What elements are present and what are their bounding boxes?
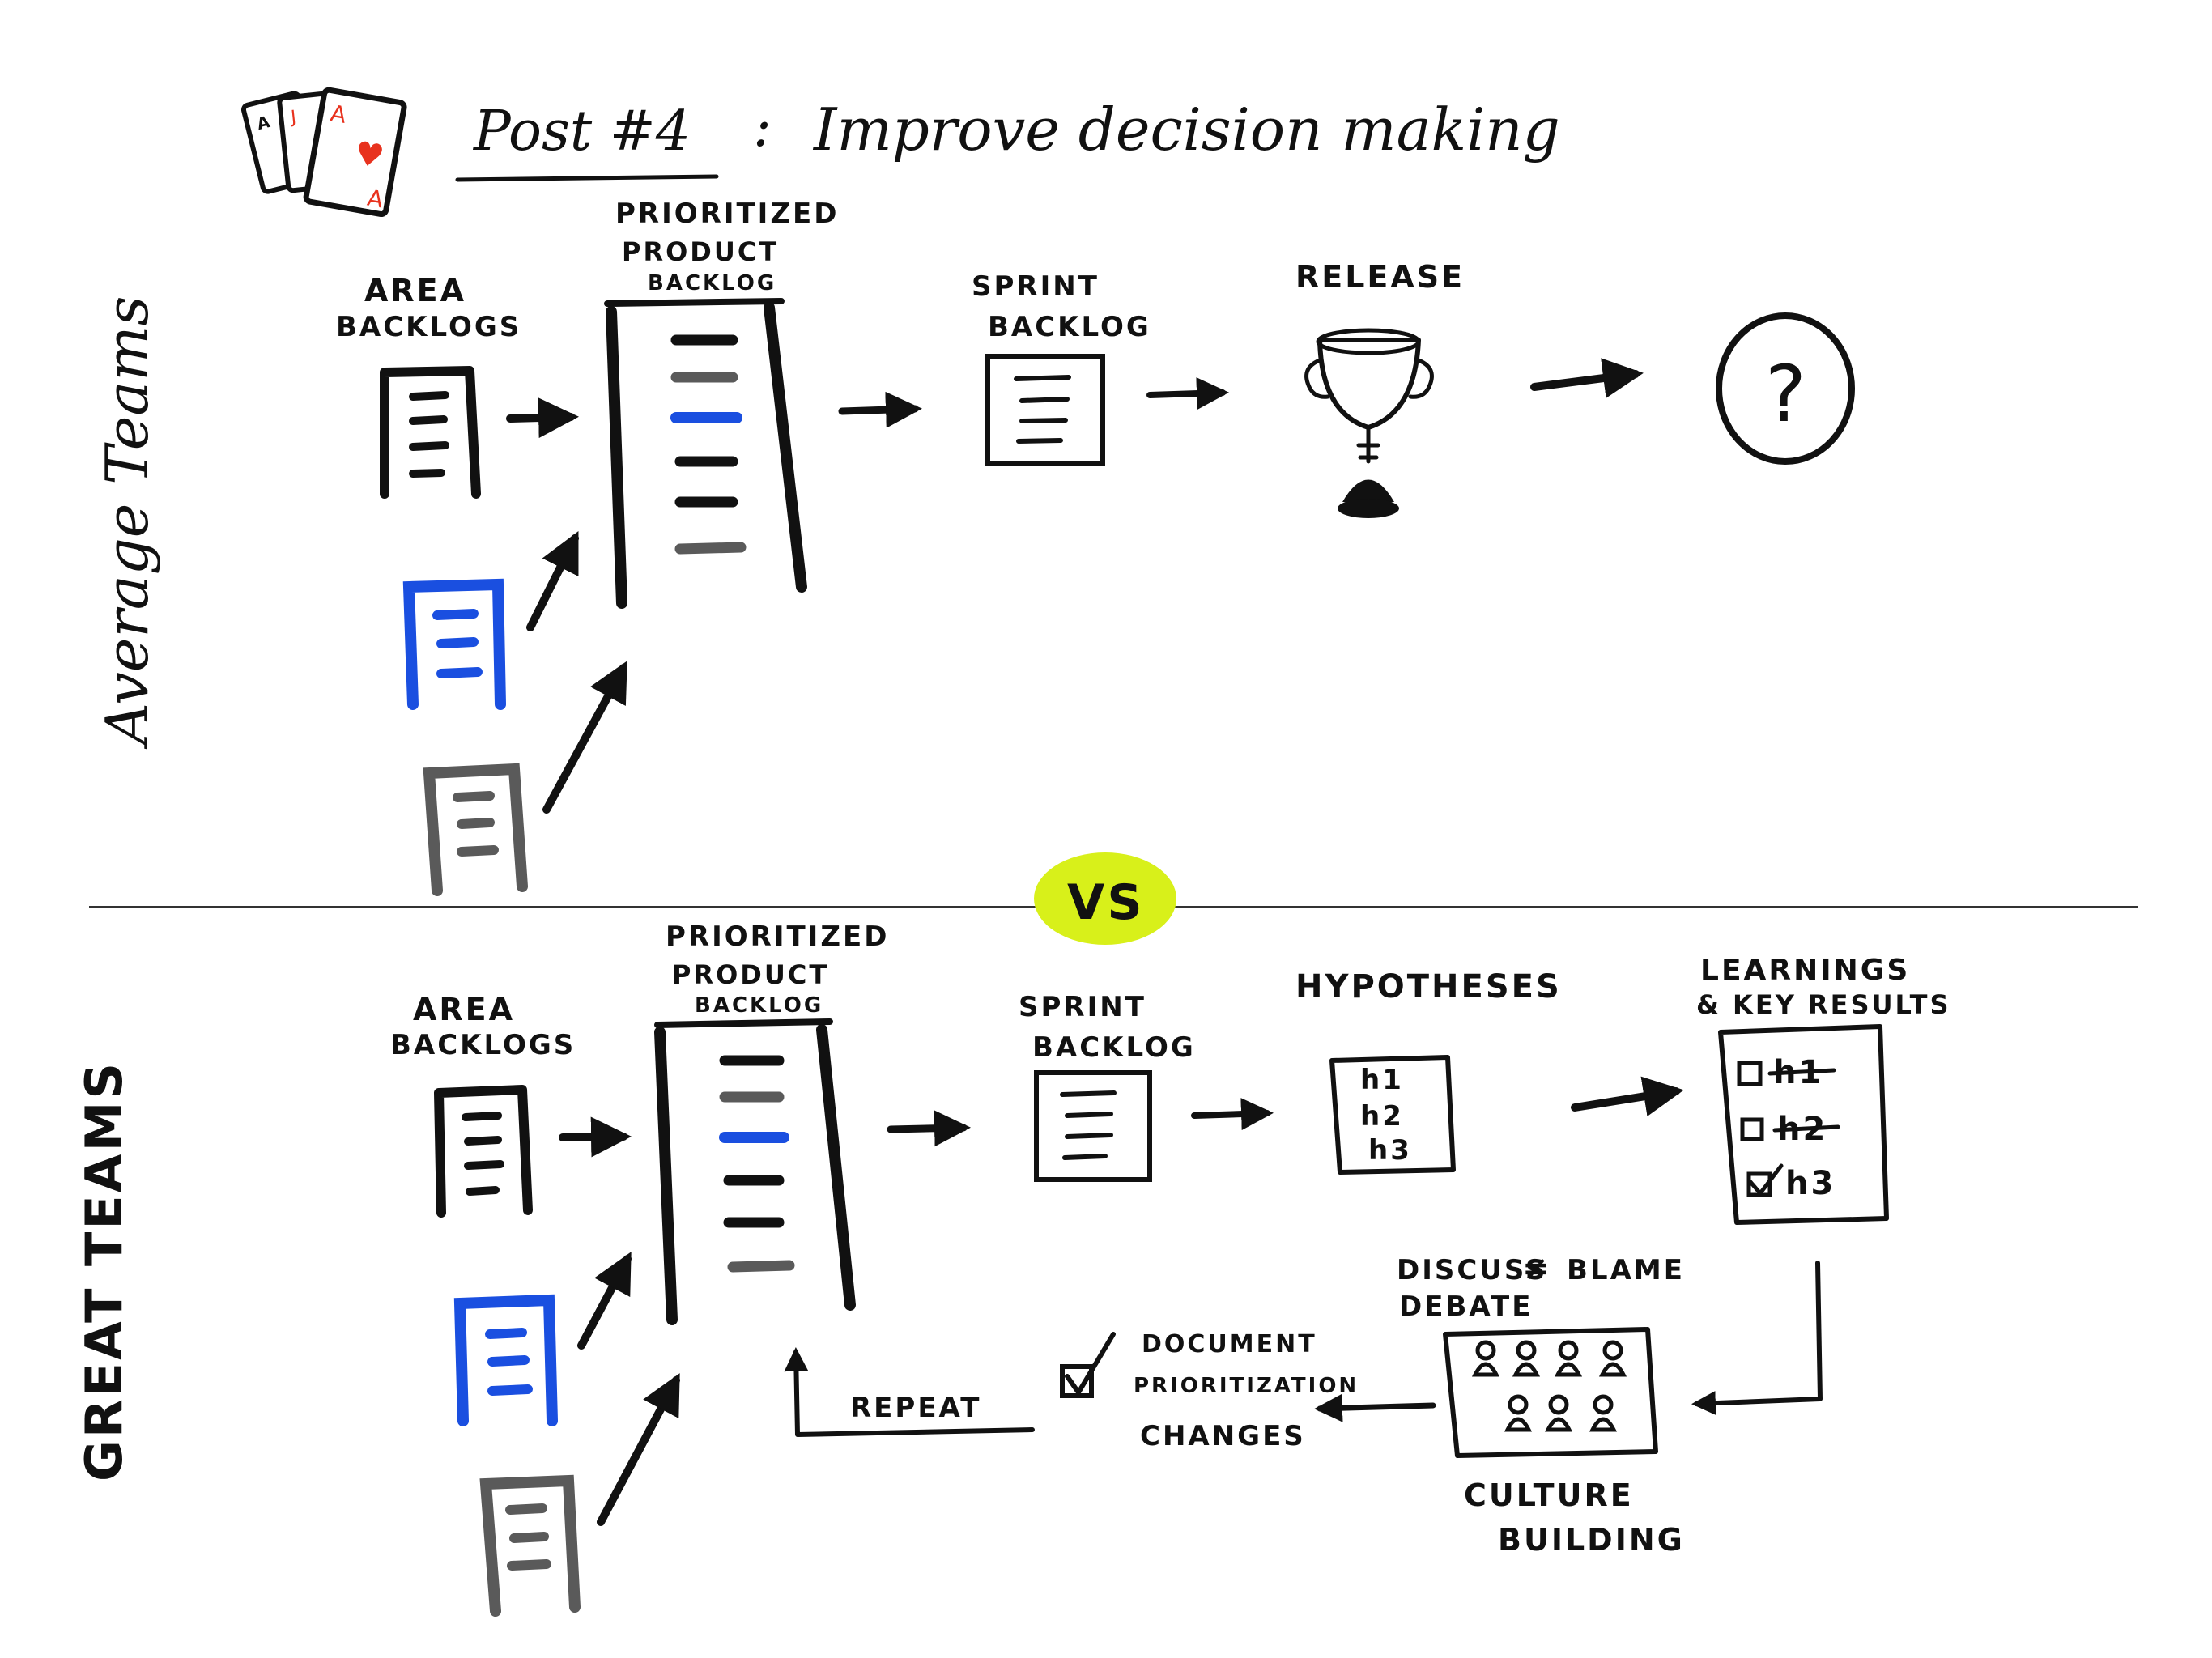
arrow [1530, 358, 1644, 398]
average-teams-label: Average Teams [93, 296, 161, 750]
prioritized-label: PRIORITIZED [666, 920, 889, 953]
area-backlog-doc-black [434, 1085, 533, 1218]
playing-cards-icon: A J A ♥ A [240, 87, 407, 218]
product-label: PRODUCT [622, 236, 779, 267]
area-backlog-doc-black [380, 366, 481, 499]
release-label: RELEASE [1295, 259, 1465, 295]
arrow [1691, 1261, 1823, 1416]
sprint-backlog-label: BACKLOG [1032, 1031, 1196, 1064]
page-title: Improve decision making [812, 96, 1560, 164]
arrow [577, 1252, 632, 1350]
prioritization-label: PRIORITIZATION [1134, 1374, 1359, 1398]
area-backlog-doc-blue [453, 1294, 558, 1426]
checkbox-icon [1737, 1061, 1763, 1086]
trophy-icon [1304, 328, 1434, 518]
product-label: PRODUCT [672, 959, 829, 990]
sprint-backlog-label: BACKLOG [988, 311, 1151, 343]
heart-icon: ♥ [351, 134, 386, 176]
not-equal-icon: ≠ [1522, 1250, 1552, 1287]
arrow [1571, 1076, 1684, 1117]
arrow [542, 661, 627, 814]
document-checkbox-icon [1060, 1332, 1116, 1398]
prioritized-backlog-list [604, 298, 807, 609]
area-backlog-doc-blue [402, 578, 506, 710]
arrow [506, 397, 579, 439]
arrow [887, 1110, 971, 1147]
sprint-label: SPRINT [1019, 991, 1146, 1023]
area-backlogs-label: BACKLOGS [390, 1029, 576, 1061]
document-label: DOCUMENT [1142, 1330, 1317, 1358]
backlog-label: BACKLOG [648, 271, 776, 295]
vs-badge: VS [1034, 852, 1176, 945]
title-colon: : [753, 96, 772, 159]
prioritized-label: PRIORITIZED [615, 198, 839, 230]
backlog-label: BACKLOG [695, 993, 823, 1018]
question-mark-icon: ? [1765, 349, 1806, 440]
prioritized-backlog-list [654, 1018, 856, 1325]
card-letter: A [255, 111, 274, 134]
card-letter: J [288, 107, 297, 128]
great-teams-label: GREAT TEAMS [74, 1061, 134, 1482]
team-people-box [1443, 1327, 1658, 1458]
area-backlog-doc-gray [423, 763, 528, 896]
arrow [526, 531, 579, 631]
arrow [1314, 1393, 1436, 1422]
area-backlog-doc-gray [479, 1474, 581, 1617]
area-backlogs-label: BACKLOGS [336, 311, 521, 343]
repeat-arrow [784, 1347, 1035, 1437]
learning-item: h3 [1785, 1165, 1836, 1202]
repeat-label: REPEAT [850, 1392, 981, 1424]
arrow [597, 1373, 680, 1526]
unknown-outcome: ? [1716, 312, 1855, 465]
discuss-label: DISCUSS [1397, 1254, 1547, 1286]
changes-label: CHANGES [1140, 1420, 1306, 1452]
debate-label: DEBATE [1399, 1290, 1533, 1323]
sprint-backlog-doc [1034, 1070, 1152, 1182]
learnings-card: h1 h2 h3 [1718, 1024, 1889, 1225]
arrow [1146, 377, 1229, 410]
arrow [838, 391, 922, 428]
sprint-backlog-doc [985, 354, 1105, 466]
title-underline [455, 174, 719, 182]
post-number: Post #4 [472, 100, 691, 164]
checkbox-icon [1740, 1117, 1764, 1141]
person-icon [1471, 1340, 1627, 1432]
arrow [1191, 1098, 1274, 1131]
hypotheses-card: h1 h2 h3 [1329, 1055, 1456, 1175]
hypotheses-label: HYPOTHESES [1295, 968, 1562, 1005]
sprint-label: SPRINT [972, 270, 1100, 303]
culture-label: CULTURE [1464, 1477, 1634, 1513]
learnings-label: LEARNINGS [1700, 954, 1910, 987]
hypothesis-item: h2 [1360, 1100, 1404, 1133]
building-label: BUILDING [1498, 1522, 1685, 1558]
blame-label: BLAME [1567, 1254, 1685, 1286]
hypothesis-item: h3 [1368, 1134, 1412, 1167]
vs-label: VS [1067, 874, 1145, 931]
key-results-label: & KEY RESULTS [1696, 989, 1951, 1020]
area-backlogs-label: AREA [413, 992, 515, 1027]
area-backlogs-label: AREA [364, 273, 466, 308]
hypothesis-item: h1 [1360, 1064, 1404, 1096]
